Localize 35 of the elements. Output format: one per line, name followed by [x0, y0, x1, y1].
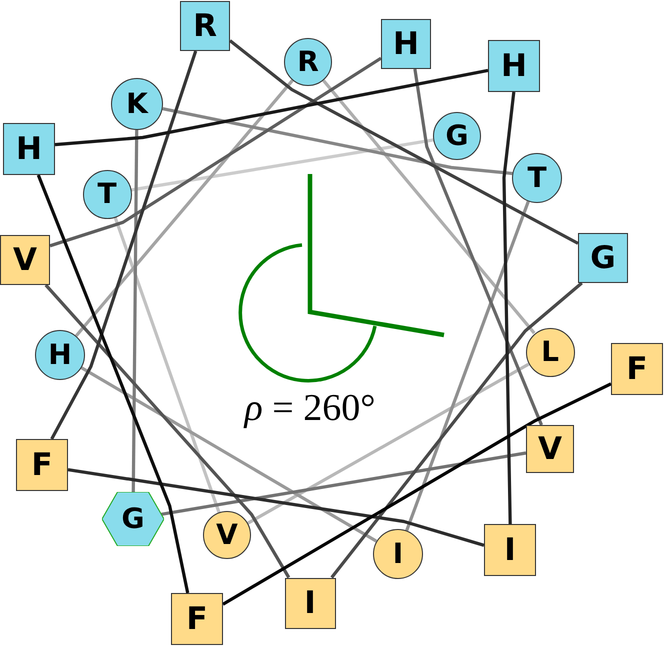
- connector-line: [132, 130, 138, 492]
- connector-line: [161, 451, 526, 516]
- residue-square: H: [488, 40, 540, 92]
- residue-square: F: [171, 593, 223, 645]
- residue-square: F: [16, 439, 68, 491]
- connector-line: [80, 366, 378, 543]
- connector-line: [229, 39, 579, 245]
- connector-line: [54, 68, 488, 146]
- connector-line: [413, 68, 543, 426]
- residue-square: I: [484, 524, 536, 576]
- residue-square: F: [611, 343, 663, 395]
- connector-line: [44, 284, 290, 578]
- residue-square: G: [578, 233, 628, 283]
- residue-square: H: [3, 123, 55, 175]
- connector-line: [50, 50, 198, 440]
- connector-line: [222, 382, 612, 606]
- connector-line: [162, 107, 513, 176]
- residue-square: I: [284, 578, 336, 628]
- connector-line: [36, 174, 190, 594]
- residue-square: V: [0, 235, 50, 285]
- connector-line: [114, 216, 220, 513]
- residue-square: R: [180, 1, 230, 51]
- connector-line: [247, 362, 530, 525]
- residue-square: V: [526, 425, 574, 473]
- residue-hexagon: G: [102, 492, 164, 546]
- connector-line: [330, 282, 583, 578]
- connector-line: [405, 200, 530, 532]
- connector-line: [50, 56, 382, 248]
- connector-line: [502, 92, 516, 524]
- connector-line: [130, 138, 434, 192]
- connector-line: [322, 79, 536, 334]
- connector-line: [74, 79, 294, 337]
- angle-label: ρ = 260°: [242, 386, 376, 431]
- connector-line: [68, 468, 484, 547]
- residue-square: H: [381, 19, 431, 69]
